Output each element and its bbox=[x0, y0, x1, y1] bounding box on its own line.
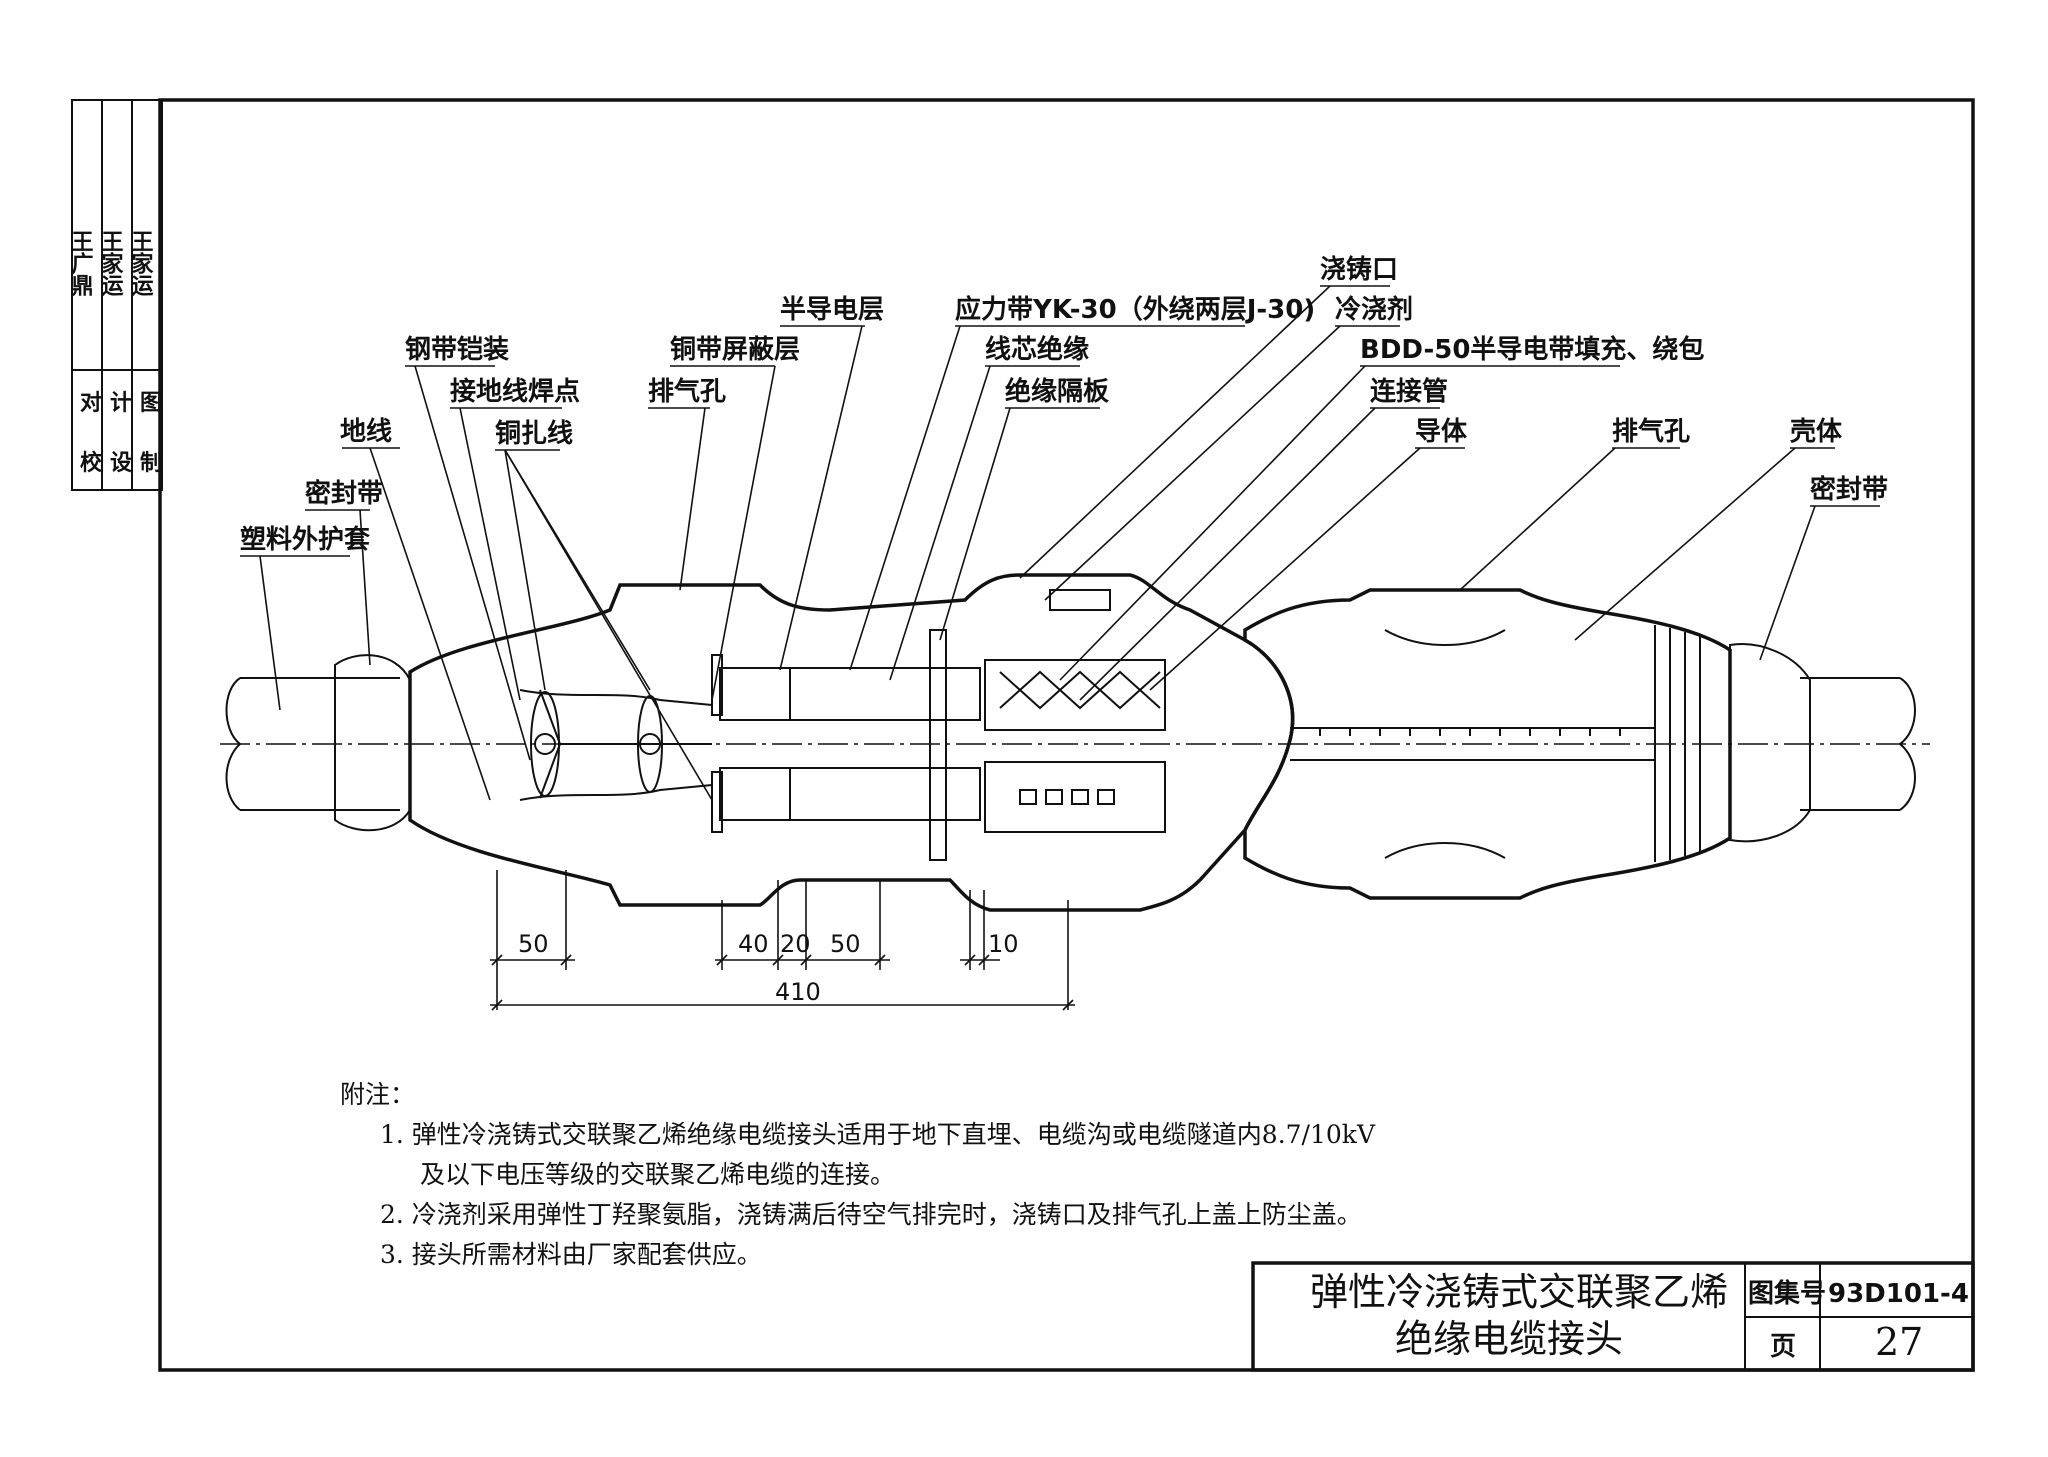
drawing-title-line1: 弹性冷浇铸式交联聚乙烯 bbox=[1310, 1270, 1728, 1314]
signer-3: 王家运 bbox=[128, 230, 154, 297]
label-connector-tube: 连接管 bbox=[1370, 377, 1448, 407]
label-semicon-layer: 半导电层 bbox=[780, 295, 884, 325]
label-vent-hole-left: 排气孔 bbox=[648, 376, 726, 407]
label-housing: 壳体 bbox=[1789, 417, 1843, 447]
dim-410-total: 410 bbox=[775, 978, 821, 1006]
label-copper-tie: 铜扎线 bbox=[495, 419, 573, 449]
note-2: 2. 冷浇剂采用弹性丁羟聚氨脂，浇铸满后待空气排完时，浇铸口及排气孔上盖上防尘盖… bbox=[380, 1200, 1362, 1229]
role-1: 校 bbox=[80, 450, 103, 476]
atlas-number-label: 图集号 bbox=[1748, 1278, 1826, 1309]
note-3: 3. 接头所需材料由厂家配套供应。 bbox=[380, 1240, 762, 1269]
cable-joint-section bbox=[220, 573, 1930, 912]
dim-50-left: 50 bbox=[518, 930, 549, 958]
notes-heading: 附注： bbox=[340, 1080, 416, 1109]
role2-2: 计 bbox=[110, 391, 132, 416]
page-number: 27 bbox=[1875, 1320, 1923, 1364]
role-3: 制 bbox=[140, 451, 162, 476]
dim-20: 20 bbox=[780, 930, 811, 958]
label-plastic-sheath: 塑料外护套 bbox=[240, 525, 371, 555]
label-ground-wire: 地线 bbox=[340, 417, 392, 447]
dimension-lines: 50 40 20 50 10 410 bbox=[490, 870, 1075, 1011]
dim-10: 10 bbox=[988, 930, 1019, 958]
label-cold-pour: 冷浇剂 bbox=[1335, 294, 1413, 325]
dim-50-mid: 50 bbox=[830, 930, 861, 958]
page-label: 页 bbox=[1770, 1332, 1796, 1362]
label-insulation-baffle: 绝缘隔板 bbox=[1005, 376, 1109, 407]
note-1-line1: 1. 弹性冷浇铸式交联聚乙烯绝缘电缆接头适用于地下直埋、电缆沟或电缆隧道内8.7… bbox=[380, 1120, 1375, 1149]
label-conductor: 导体 bbox=[1415, 417, 1468, 447]
label-pour-port: 浇铸口 bbox=[1320, 255, 1398, 285]
note-1-line2: 及以下电压等级的交联聚乙烯电缆的连接。 bbox=[420, 1160, 896, 1189]
label-ground-weld: 接地线焊点 bbox=[450, 376, 580, 407]
title-block: 弹性冷浇铸式交联聚乙烯 绝缘电缆接头 图集号 93D101-4 页 27 bbox=[1251, 1261, 1975, 1372]
label-vent-hole-right: 排气孔 bbox=[1612, 416, 1690, 447]
dim-40: 40 bbox=[738, 930, 769, 958]
label-bdd-tape: BDD-50半导电带填充、绕包 bbox=[1360, 334, 1704, 365]
signer-2: 王家运 bbox=[98, 230, 124, 297]
label-core-insulation: 线芯绝缘 bbox=[985, 334, 1089, 365]
role-2: 设 bbox=[110, 451, 132, 476]
drawing-title-line2: 绝缘电缆接头 bbox=[1395, 1317, 1623, 1361]
approval-sidebar: 校 设 制 对 计 图 王广鼎 王家运 王家运 bbox=[68, 99, 163, 491]
role2-3: 图 bbox=[140, 391, 162, 416]
atlas-number: 93D101-4 bbox=[1828, 1279, 1969, 1309]
role2-1: 对 bbox=[80, 391, 102, 416]
label-steel-armor: 钢带铠装 bbox=[405, 334, 509, 365]
callouts: 地线 密封带 塑料外护套 钢带铠装 接地线焊点 铜扎线 铜带屏蔽层 排气孔 半导… bbox=[240, 255, 1888, 801]
label-sealing-tape-left: 密封带 bbox=[305, 478, 383, 509]
label-copper-shield: 铜带屏蔽层 bbox=[670, 335, 800, 365]
drawing-frame bbox=[158, 98, 1975, 1372]
label-stress-tape: 应力带YK-30（外绕两层J-30) bbox=[955, 294, 1315, 325]
label-sealing-tape-right: 密封带 bbox=[1810, 474, 1888, 505]
signer-1: 王广鼎 bbox=[68, 230, 94, 297]
